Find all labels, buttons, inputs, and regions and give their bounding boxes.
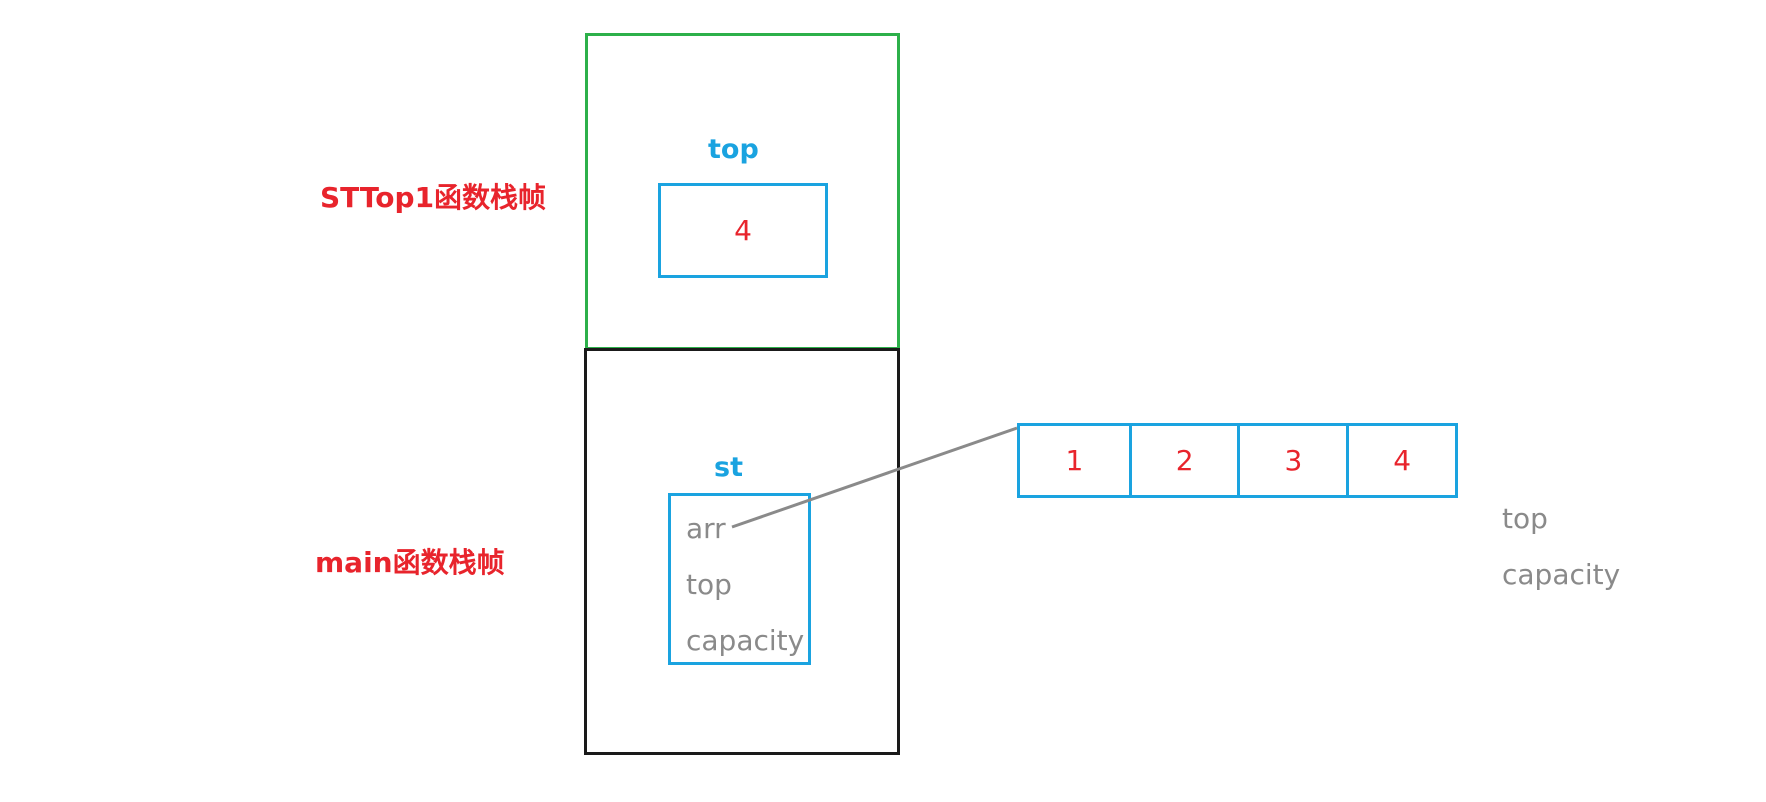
array-cell: 2 — [1128, 426, 1238, 495]
sttop1-frame-label: STTop1函数栈帧 — [320, 181, 547, 214]
main-frame-label: main函数栈帧 — [315, 546, 505, 579]
top-var-name: top — [708, 134, 759, 165]
top-var-box: 4 — [658, 183, 828, 278]
st-field-top: top — [686, 568, 732, 601]
array-side-field-capacity: capacity — [1502, 558, 1621, 591]
st-field-arr: arr — [686, 512, 726, 545]
array-cell: 1 — [1065, 444, 1084, 477]
st-struct-name: st — [714, 452, 743, 483]
array-cell: 4 — [1346, 426, 1455, 495]
array-side-field-top: top — [1502, 502, 1548, 535]
st-field-capacity: capacity — [686, 624, 805, 657]
main-stack-frame — [584, 348, 900, 755]
array-cell: 3 — [1237, 426, 1346, 495]
heap-array: 1 2 3 4 — [1017, 423, 1458, 498]
